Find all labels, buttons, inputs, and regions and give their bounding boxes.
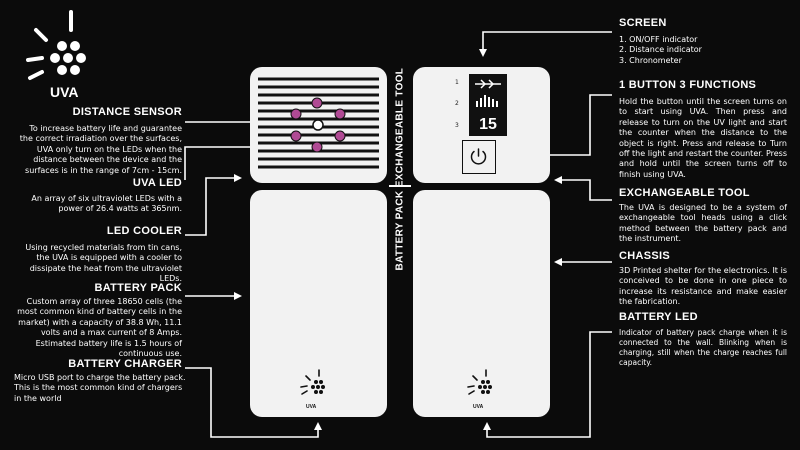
uva-led-title: UVA LED — [132, 177, 182, 189]
battery-pack-panel-left: UVA — [250, 190, 387, 417]
battery-led-title: BATTERY LED — [619, 311, 698, 323]
battery-pack-title: BATTERY PACK — [94, 282, 182, 294]
exchangeable-tool-title: EXCHANGEABLE TOOL — [619, 187, 750, 199]
screen-row-3: 3 — [455, 122, 459, 129]
logo-text: UVA — [50, 84, 79, 100]
uv-led — [290, 130, 302, 142]
battery-pack-vertical-label: BATTERY PACK — [394, 190, 406, 271]
power-icon — [470, 148, 487, 165]
led-cooler-text: Using recycled materials from tin cans, … — [25, 243, 182, 284]
battery-charger-title: BATTERY CHARGER — [68, 358, 182, 370]
screen-row-2: 2 — [455, 100, 459, 107]
screen-row-1: 1 — [455, 79, 459, 86]
uv-sun-icon — [300, 369, 325, 395]
uv-led — [290, 108, 302, 120]
uv-sun-icon — [26, 10, 86, 80]
signal-bars-icon — [476, 95, 498, 107]
screen-title: SCREEN — [619, 17, 667, 29]
button-functions-title: 1 BUTTON 3 FUNCTIONS — [619, 79, 757, 91]
arrow-battery-charger — [185, 367, 322, 438]
panel-logo-text-right: UVA — [473, 404, 484, 410]
screen-counter: 15 — [479, 116, 497, 133]
battery-charger-text: Micro USB port to charge the battery pac… — [14, 373, 186, 403]
screen-item-3: 3. Chronometer — [619, 55, 682, 65]
led-head-panel — [250, 67, 387, 183]
uv-led — [311, 141, 323, 153]
screen-item-2: 2. Distance indicator — [619, 45, 702, 55]
battery-pack-text: Custom array of three 18650 cells (the m… — [17, 297, 182, 359]
uv-led — [334, 108, 346, 120]
led-cooler-title: LED COOLER — [106, 225, 182, 237]
screen-indicators — [475, 79, 501, 107]
chassis-text: 3D Printed shelter for the electronics. … — [619, 266, 787, 307]
control-panel: 1 2 3 15 — [413, 67, 550, 183]
screen-item-1: 1. ON/OFF indicator — [619, 35, 698, 44]
distance-sensor-title: DISTANCE SENSOR — [72, 106, 182, 118]
distance-sensor-text: To increase battery life and guarantee t… — [19, 124, 182, 175]
uv-sun-icon — [467, 369, 492, 395]
uv-led — [311, 97, 323, 109]
led-cooler-grill — [258, 77, 379, 169]
screen-items: 1. ON/OFF indicator 2. Distance indicato… — [619, 35, 789, 66]
button-functions-text: Hold the button until the screen turns o… — [619, 97, 787, 179]
chassis-title: CHASSIS — [619, 250, 670, 262]
battery-pack-panel-right: UVA — [413, 190, 550, 417]
uva-led-text: An array of six ultraviolet LEDs with a … — [31, 194, 182, 214]
power-button[interactable] — [462, 140, 496, 174]
device-screen: 15 — [469, 74, 507, 136]
battery-led-text: Indicator of battery pack charge when it… — [619, 328, 787, 367]
exchangeable-tool-text: The UVA is designed to be a system of ex… — [619, 203, 787, 244]
panel-logo-text-left: UVA — [306, 404, 317, 410]
uv-led — [334, 130, 346, 142]
arrow-screen — [479, 31, 612, 57]
distance-sensor — [312, 119, 324, 131]
arrow-led-cooler — [185, 174, 242, 236]
arrow-exchangeable-tool — [554, 176, 612, 201]
arrow-battery-led — [483, 331, 612, 438]
exchangeable-tool-vertical-label: EXCHANGEABLE TOOL — [394, 67, 406, 188]
center-divider — [389, 185, 411, 187]
uva-logo: UVA — [18, 8, 128, 108]
